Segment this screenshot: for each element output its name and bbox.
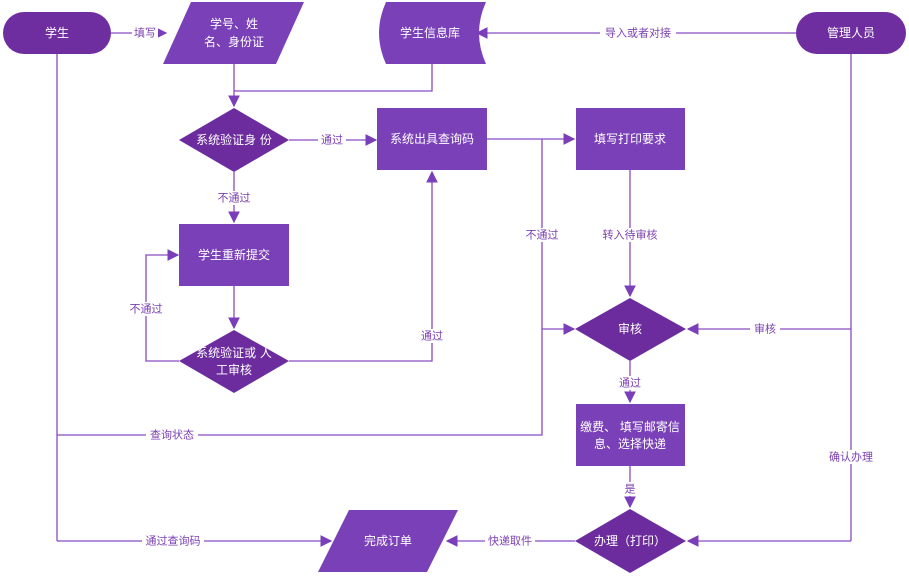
node-fill-print[interactable]: 填写打印要求 bbox=[576, 108, 685, 170]
edge-label-pass-3: 通过 bbox=[619, 377, 641, 390]
node-issue-code-label: 系统出具查询码 bbox=[390, 132, 474, 146]
node-student[interactable]: 学生 bbox=[3, 12, 111, 54]
edge-label-fill: 填写 bbox=[134, 26, 156, 40]
node-pay[interactable]: 缴费、 填写邮寄信 息、选择快递 bbox=[576, 404, 685, 466]
node-input-id[interactable]: 学号、姓 名、身份证 bbox=[163, 2, 304, 64]
node-admin[interactable]: 管理人员 bbox=[796, 12, 906, 54]
edge-label-pass-1: 通过 bbox=[321, 134, 343, 147]
edge-label-fail-3: 不通过 bbox=[526, 229, 559, 242]
edge-verify-to-resubmit[interactable]: 不通过 bbox=[215, 172, 253, 224]
node-verify-manual[interactable]: 系统验证或 人 工审核 bbox=[179, 330, 289, 393]
edge-label-query-status: 查询状态 bbox=[150, 428, 194, 442]
node-verify-identity[interactable]: 系统验证身 份 bbox=[179, 108, 289, 172]
node-fill-print-label: 填写打印要求 bbox=[594, 132, 666, 146]
node-review[interactable]: 审核 bbox=[575, 298, 686, 361]
edge-student-query-status[interactable]: 查询状态 bbox=[57, 329, 543, 442]
node-pay-line2: 息、选择快递 bbox=[594, 436, 666, 451]
node-handle-label: 办理（打印） bbox=[594, 533, 666, 548]
node-resubmit-label: 学生重新提交 bbox=[198, 247, 270, 262]
node-input-id-line2: 名、身份证 bbox=[204, 34, 264, 49]
node-student-label: 学生 bbox=[45, 25, 69, 40]
edge-pay-to-handle[interactable]: 是 bbox=[622, 466, 638, 509]
node-complete-label: 完成订单 bbox=[364, 533, 412, 548]
node-admin-label: 管理人员 bbox=[827, 25, 875, 40]
node-handle[interactable]: 办理（打印） bbox=[575, 509, 686, 573]
edge-label-review: 审核 bbox=[754, 322, 776, 336]
node-review-label: 审核 bbox=[618, 321, 642, 336]
edge-manual-to-issue[interactable]: 通过 bbox=[289, 170, 446, 362]
edges: 填写 导入或者对接 通过 不通过 bbox=[56, 26, 878, 549]
node-student-db[interactable]: 学生信息库 bbox=[379, 2, 486, 64]
node-issue-code[interactable]: 系统出具查询码 bbox=[377, 108, 487, 170]
edge-fill-to-review[interactable]: 转入待审核 bbox=[598, 170, 662, 298]
node-verify-manual-line2: 工审核 bbox=[216, 362, 252, 377]
edge-student-to-input[interactable]: 填写 bbox=[111, 26, 168, 41]
edge-label-via-code: 通过查询码 bbox=[146, 534, 201, 548]
edge-manual-to-resubmit[interactable]: 不通过 bbox=[126, 249, 180, 362]
node-pay-line1: 缴费、 填写邮寄信 bbox=[580, 419, 680, 434]
edge-verify-to-issue[interactable]: 通过 bbox=[289, 133, 378, 147]
edge-label-import: 导入或者对接 bbox=[605, 26, 671, 40]
edge-student-to-complete[interactable]: 通过查询码 bbox=[57, 534, 333, 549]
edge-admin-to-review[interactable]: 审核 bbox=[686, 322, 851, 337]
edge-review-to-pay[interactable]: 通过 bbox=[616, 361, 644, 404]
edge-admin-to-db[interactable]: 导入或者对接 bbox=[475, 26, 796, 41]
edge-label-confirm: 确认办理 bbox=[829, 451, 873, 464]
edge-label-yes: 是 bbox=[625, 483, 636, 496]
edge-admin-to-handle[interactable]: 确认办理 bbox=[686, 450, 878, 547]
edge-issue-to-review[interactable]: 不通过 bbox=[522, 139, 576, 335]
edge-label-fail-2: 不通过 bbox=[130, 303, 163, 316]
node-verify-identity-label: 系统验证身 份 bbox=[196, 132, 272, 147]
node-complete[interactable]: 完成订单 bbox=[318, 510, 458, 572]
edge-handle-to-complete[interactable]: 快递取件 bbox=[445, 534, 575, 549]
node-input-id-line1: 学号、姓 bbox=[210, 16, 258, 31]
edge-label-express: 快递取件 bbox=[488, 534, 532, 548]
node-verify-manual-line1: 系统验证或 人 bbox=[196, 345, 272, 360]
node-student-db-label: 学生信息库 bbox=[400, 25, 460, 40]
edge-db-to-verify[interactable] bbox=[234, 64, 433, 92]
nodes: 学生 学号、姓 名、身份证 学生信息库 管理人员 系统验证身 份 系统出具查询码 bbox=[3, 2, 906, 573]
edge-label-pass-2: 通过 bbox=[421, 330, 443, 343]
edge-label-pending: 转入待审核 bbox=[603, 228, 658, 242]
edge-label-fail-1: 不通过 bbox=[218, 192, 251, 205]
node-resubmit[interactable]: 学生重新提交 bbox=[179, 224, 289, 286]
